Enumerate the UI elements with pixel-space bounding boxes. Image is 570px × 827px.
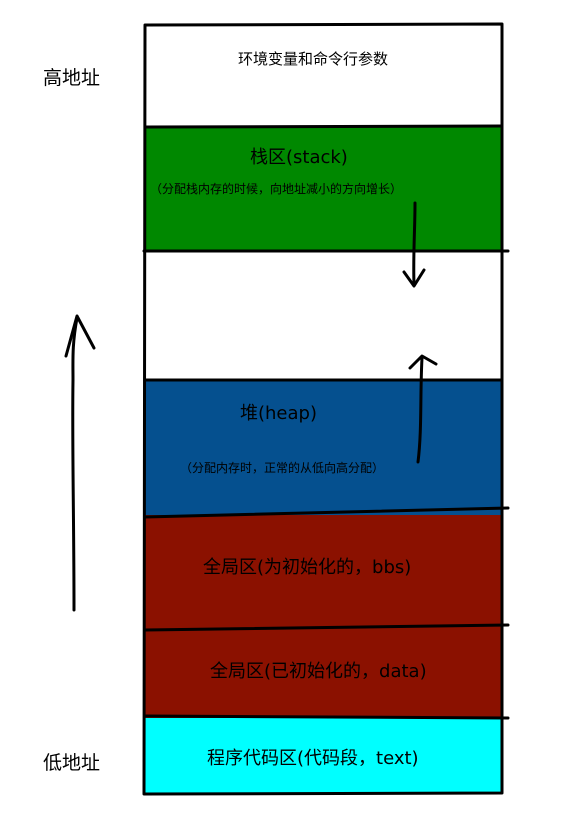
- free-space-segment: [145, 251, 502, 380]
- text-title: 程序代码区(代码段，text): [207, 748, 419, 769]
- heap-note: （分配内存时，正常的从低向高分配）: [180, 461, 385, 475]
- address-direction-arrowhead: [64, 314, 96, 358]
- env-args-title: 环境变量和命令行参数: [238, 50, 389, 68]
- high-address-label: 高地址: [43, 67, 101, 89]
- heap-title: 堆(heap): [240, 403, 317, 424]
- heap-segment: [145, 380, 502, 515]
- stack-title: 栈区(stack): [250, 147, 348, 168]
- stack-note: （分配栈内存的时候，向地址减小的方向增长）: [150, 182, 403, 196]
- low-address-label: 低地址: [43, 752, 101, 774]
- bss-title: 全局区(为初始化的，bbs): [203, 557, 412, 578]
- address-direction-arrow: [71, 316, 79, 612]
- data-title: 全局区(已初始化的，data): [210, 661, 427, 682]
- env-args-segment: [145, 24, 502, 127]
